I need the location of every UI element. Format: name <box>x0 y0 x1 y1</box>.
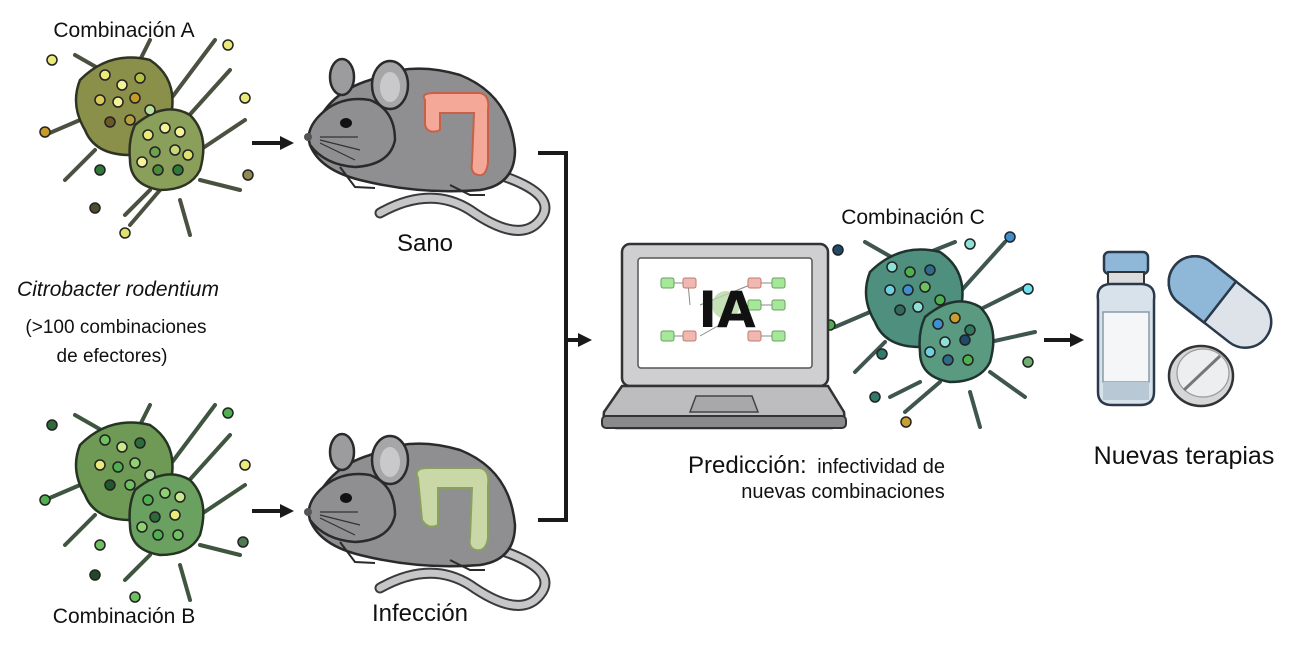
prediction-bold: Predicción: <box>688 452 807 479</box>
bacteria-b-icon <box>39 403 251 603</box>
healthy-label: Sano <box>397 230 453 257</box>
effectors-line2: de efectores) <box>57 346 168 367</box>
arrow-a-to-mouse <box>252 136 294 150</box>
species-label: Citrobacter rodentium <box>17 278 219 301</box>
combo-c-label: Combinación C <box>841 206 985 229</box>
effectors-line1: (>100 combinaciones <box>25 317 206 338</box>
combo-a-label: Combinación A <box>53 19 194 42</box>
combo-b-label: Combinación B <box>53 605 195 628</box>
arrow-to-laptop <box>578 333 592 347</box>
prediction-rest: infectividad de <box>817 456 945 478</box>
healthy-gut-icon <box>422 92 490 177</box>
infection-label: Infección <box>372 600 468 627</box>
pill-icon <box>1167 344 1235 408</box>
vial-icon <box>1096 250 1156 407</box>
prediction-line1: Predicción: infectividad de <box>688 452 945 479</box>
prediction-line2: nuevas combinaciones <box>741 481 944 503</box>
bracket-connector <box>538 151 580 522</box>
capsule-icon <box>1167 255 1273 349</box>
arrow-to-therapies <box>1044 333 1084 347</box>
bacteria-c-icon <box>824 231 1037 429</box>
laptop-icon: IA <box>601 242 847 430</box>
arrow-b-to-mouse <box>252 504 294 518</box>
network-icon <box>660 277 786 342</box>
therapies-label: Nuevas terapias <box>1094 442 1275 470</box>
infected-gut-icon <box>415 467 490 552</box>
bacteria-a-icon <box>39 38 254 239</box>
healthy-mouse-icon <box>304 57 551 236</box>
ai-label: IA <box>698 281 756 339</box>
infected-mouse-icon <box>304 432 551 611</box>
